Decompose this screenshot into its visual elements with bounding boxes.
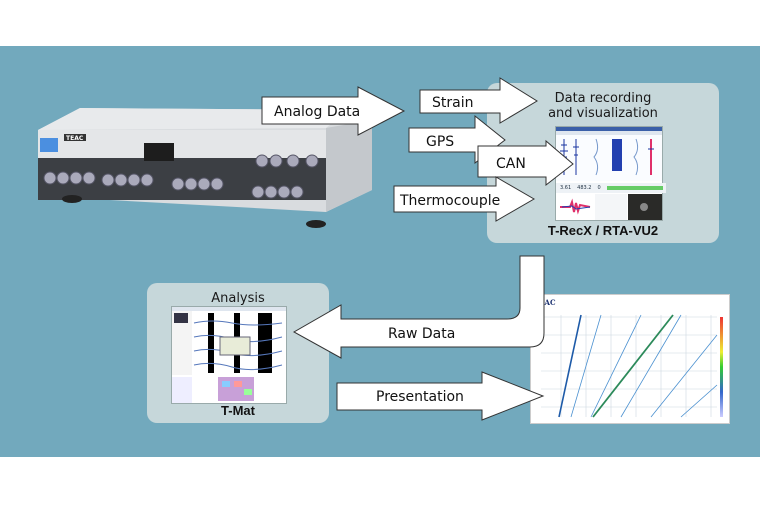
analysis-plot [172, 311, 283, 403]
recording-panel-title-1: Data recording [554, 91, 652, 106]
readout-2: 483.2 [577, 185, 592, 191]
label-presentation: Presentation [376, 389, 464, 405]
waveform-panel [556, 135, 662, 181]
label-strain: Strain [432, 95, 473, 111]
presentation-report: TEAC [530, 294, 730, 424]
report-chart [541, 314, 723, 418]
device-display [40, 138, 58, 152]
device-brand: TEAC [66, 135, 84, 142]
label-raw-data: Raw Data [388, 326, 455, 342]
arrow-raw-data [292, 255, 545, 359]
data-logger-device: TEAC [38, 108, 372, 228]
arrow-presentation [336, 371, 545, 421]
arrow-can [477, 139, 574, 187]
label-thermocouple: Thermocouple [399, 193, 500, 209]
readout-3: 0 [597, 185, 601, 191]
arrow-analog-data [261, 86, 406, 136]
recording-panel-title-2: and visualization [548, 106, 658, 121]
arrow-strain [419, 77, 538, 124]
arrow-thermocouple [393, 176, 535, 222]
readout-1: 3.61 [560, 185, 572, 191]
label-analog-data: Analog Data [274, 104, 360, 120]
analysis-product-label: T-Mat [221, 403, 255, 418]
analysis-software-screenshot [171, 306, 287, 404]
recording-software-screenshot: 3.61 483.2 0 [555, 126, 666, 221]
report-brand-logo: TEAC [534, 298, 556, 307]
analysis-panel-title: Analysis [211, 291, 265, 306]
label-can: CAN [496, 156, 526, 172]
bottom-panels [556, 194, 662, 220]
label-gps: GPS [426, 134, 454, 150]
recording-product-label: T-RecX / RTA-VU2 [547, 223, 659, 238]
